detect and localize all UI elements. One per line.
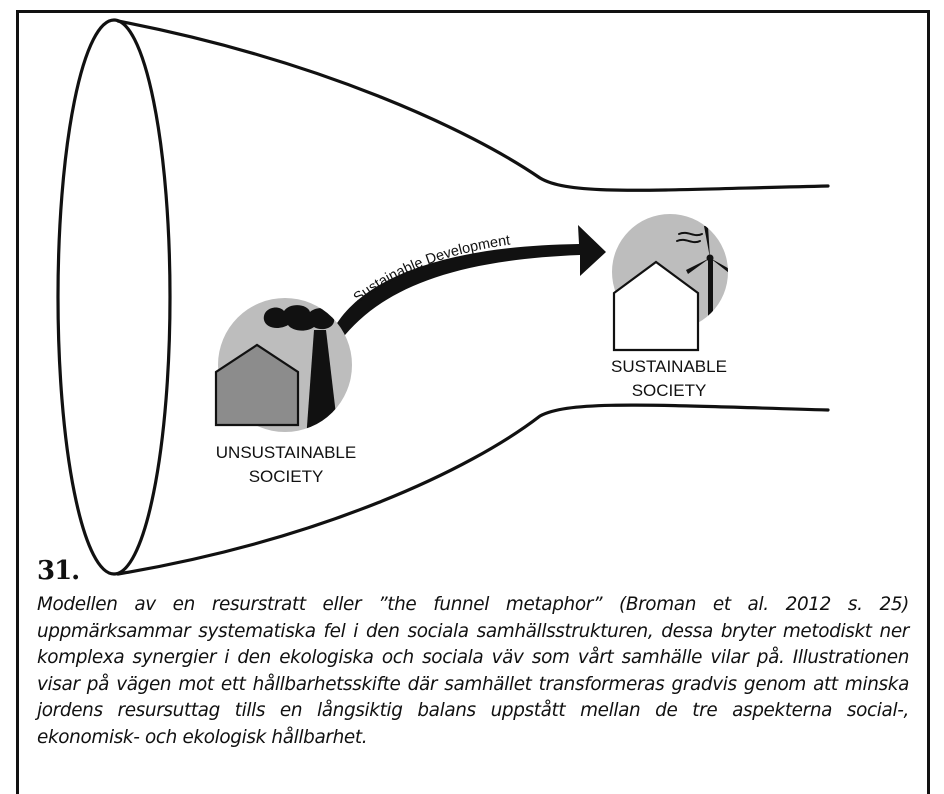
funnel-upper-edge (116, 19, 830, 192)
smoke-icon (263, 305, 335, 331)
unsustainable-society-icon: UNSUSTAINABLE SOCIETY (214, 298, 356, 486)
sustainable-development-arrow (333, 225, 606, 340)
figure-frame (16, 10, 930, 794)
wind-turbine-tower (708, 258, 713, 330)
wind-turbine-blades-icon (686, 226, 728, 276)
wind-lines-icon (676, 231, 703, 244)
unsustainable-label-line2: SOCIETY (249, 467, 324, 486)
figure-number: 31. (37, 556, 80, 586)
sustainable-house (612, 260, 700, 352)
unsustainable-label-line1: UNSUSTAINABLE (216, 443, 356, 462)
sustainable-society-icon: SUSTAINABLE SOCIETY (611, 214, 728, 400)
sustainable-label-line2: SOCIETY (632, 381, 707, 400)
funnel (56, 18, 830, 576)
unsustainable-house (214, 343, 300, 427)
sustainable-label-line1: SUSTAINABLE (611, 357, 727, 376)
funnel-lower-edge (116, 403, 830, 576)
figure-caption: Modellen av en resurstratt eller ”the fu… (37, 594, 909, 748)
factory-chimney (306, 330, 339, 432)
funnel-mouth (56, 18, 172, 576)
